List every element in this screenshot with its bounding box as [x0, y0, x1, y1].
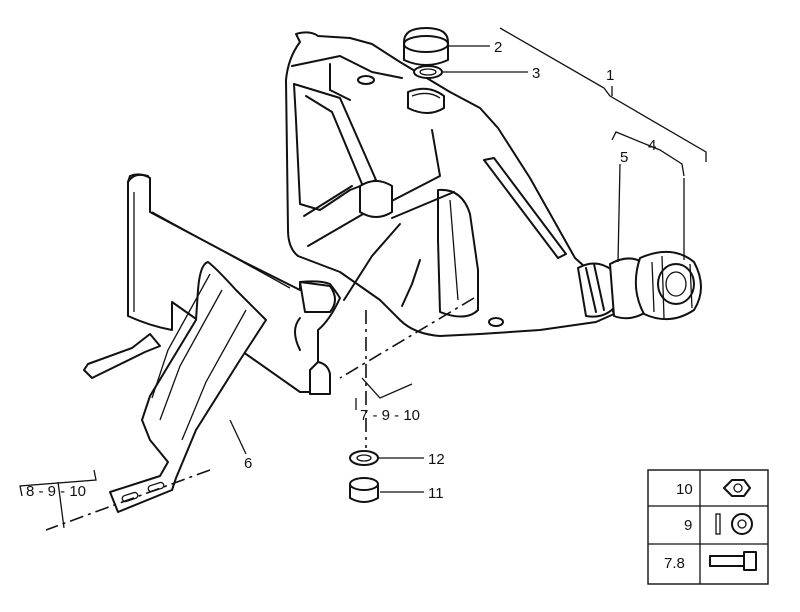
bolt-icon [709, 551, 757, 571]
nut-11 [349, 477, 379, 503]
callout-11: 11 [428, 485, 444, 502]
callout-12: 12 [428, 451, 445, 468]
callout-2: 2 [494, 39, 502, 56]
callout-labels: 2 3 1 4 5 6 7 - 9 - 10 8 - 9 - 10 12 11 [26, 39, 656, 502]
support-strap [83, 261, 267, 513]
outlet-cap-assembly [577, 251, 702, 321]
fastener-legend: 10 9 7.8 [647, 469, 769, 585]
callout-8-9-10: 8 - 9 - 10 [26, 483, 86, 500]
leader-lines [19, 27, 707, 529]
legend-row-2-label: 9 [684, 517, 692, 534]
legend-row-1-label: 10 [676, 481, 693, 498]
mounting-bracket [127, 173, 341, 395]
callout-3: 3 [532, 65, 540, 82]
hex-nut-icon [723, 479, 751, 497]
callout-6: 6 [244, 455, 252, 472]
washer-12 [349, 450, 379, 466]
washer-icon [715, 513, 753, 535]
callout-4: 4 [648, 137, 656, 154]
reservoir-tank [285, 31, 615, 337]
filler-cap [403, 27, 449, 66]
callout-1: 1 [606, 67, 614, 84]
legend-row-3-label: 7.8 [664, 555, 685, 572]
assembly-axis [45, 297, 475, 531]
callout-5: 5 [620, 149, 628, 166]
callout-7-9-10: 7 - 9 - 10 [360, 407, 420, 424]
cap-gasket [413, 65, 443, 79]
